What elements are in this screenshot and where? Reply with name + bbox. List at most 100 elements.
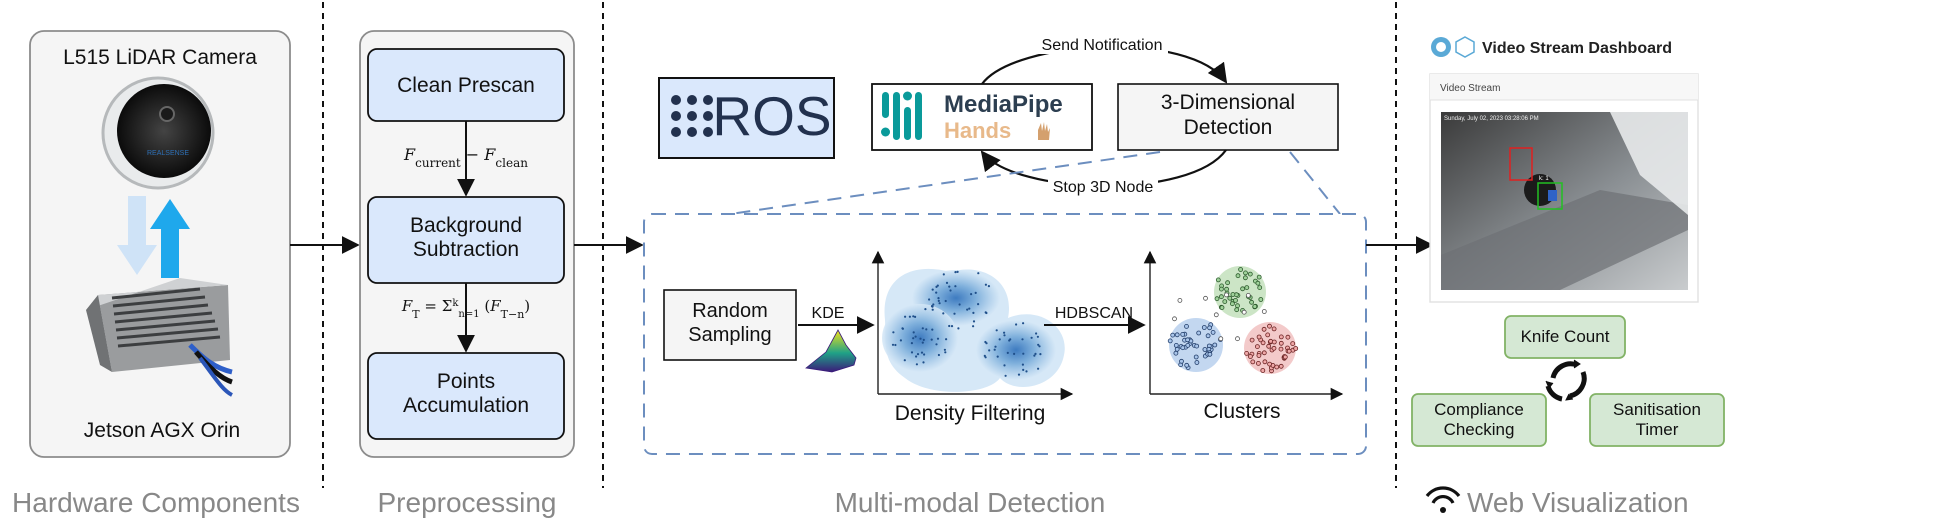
scatter-point xyxy=(944,299,947,303)
scatter-point xyxy=(1278,363,1284,369)
scatter-point xyxy=(1256,360,1261,366)
scatter-point xyxy=(903,359,906,362)
scatter-point xyxy=(950,325,954,328)
scatter-point xyxy=(1222,299,1228,305)
scatter-point xyxy=(912,315,915,318)
scatter-point xyxy=(1261,326,1267,332)
scatter-point xyxy=(998,338,1001,341)
scatter-point xyxy=(1271,326,1277,332)
scatter-point xyxy=(956,270,959,273)
mediapipe-subtitle: Hands xyxy=(944,118,1011,143)
scatter-point xyxy=(1210,329,1216,335)
scatter-point xyxy=(1193,354,1199,360)
scatter-point xyxy=(938,302,941,305)
scatter-point xyxy=(1227,295,1233,301)
scatter-point xyxy=(1256,334,1262,340)
scatter-point xyxy=(901,327,904,330)
dashboard-logo-icon xyxy=(1431,36,1475,58)
scatter-point xyxy=(935,343,938,346)
scatter-point xyxy=(1267,361,1272,367)
scatter-point xyxy=(948,285,951,288)
scatter-point xyxy=(914,315,917,318)
badge-knife-count: Knife Count xyxy=(1504,315,1626,359)
scatter-point xyxy=(928,298,931,301)
hardware-panel: L515 LiDAR Camera REALSENSE xyxy=(29,30,291,458)
scatter-point xyxy=(1167,338,1173,344)
scatter-point xyxy=(1293,346,1299,351)
computer-label: Jetson AGX Orin xyxy=(84,419,240,442)
scatter-point xyxy=(908,315,912,318)
mediapipe-logo: MediaPipe Hands xyxy=(871,83,1093,151)
scatter-point xyxy=(1033,354,1036,357)
zoom-lines xyxy=(729,151,1341,215)
scatter-point xyxy=(942,312,945,315)
scatter-point xyxy=(996,355,999,358)
scatter-point xyxy=(1174,332,1180,338)
scatter-point xyxy=(919,337,922,340)
scatter-point xyxy=(984,340,987,344)
scatter-point xyxy=(1017,373,1021,376)
scatter-point xyxy=(1219,305,1225,311)
scatter-point xyxy=(1022,322,1025,325)
scatter-point xyxy=(942,273,945,276)
scatter-point xyxy=(1274,364,1280,370)
scatter-point xyxy=(936,284,939,287)
panel-title: Video Stream xyxy=(1440,83,1500,94)
preprocessing-panel: Clean Prescan Fcurrent − Fclean Backgrou… xyxy=(359,30,575,458)
scatter-point xyxy=(1030,336,1033,339)
scatter-point xyxy=(1037,343,1040,346)
scatter-point xyxy=(912,331,915,334)
scatter-point xyxy=(910,342,914,345)
scatter-point xyxy=(948,324,951,328)
scatter-point xyxy=(922,338,925,341)
scatter-point xyxy=(1194,360,1200,365)
scatter-point xyxy=(899,339,903,342)
scatter-point xyxy=(1038,345,1041,348)
scatter-point xyxy=(931,288,934,291)
scatter-point xyxy=(1258,297,1264,302)
scatter-point xyxy=(1036,335,1039,338)
scatter-point xyxy=(1174,346,1180,352)
density-plot: Density Filtering xyxy=(871,250,1074,425)
scatter-point xyxy=(1261,309,1267,314)
scatter-point xyxy=(1286,348,1292,354)
scatter-point xyxy=(987,285,991,288)
scatter-point xyxy=(994,345,997,348)
scatter-point xyxy=(931,305,934,308)
scatter-point xyxy=(892,331,895,334)
scatter-point xyxy=(1212,342,1218,348)
scatter-point xyxy=(1256,353,1262,358)
scatter-point xyxy=(1179,358,1184,364)
scatter-point xyxy=(1252,304,1258,309)
scatter-point xyxy=(1021,338,1024,341)
scatter-point xyxy=(1245,292,1251,298)
section-title-web: Web Visualization xyxy=(1467,487,1689,518)
scatter-point xyxy=(894,343,897,347)
scatter-point xyxy=(943,348,947,351)
scatter-point xyxy=(1022,352,1025,355)
scatter-point xyxy=(1230,301,1235,307)
scatter-point xyxy=(923,353,926,356)
density-label: Density Filtering xyxy=(895,402,1046,425)
scatter-point xyxy=(1235,303,1240,309)
scatter-point xyxy=(945,281,949,284)
scatter-point xyxy=(1184,323,1189,329)
scatter-point xyxy=(1185,337,1190,343)
scatter-point xyxy=(924,308,927,311)
scatter-point xyxy=(1180,331,1186,337)
scatter-point xyxy=(1173,342,1179,348)
scatter-point xyxy=(1219,294,1224,300)
scatter-point xyxy=(949,289,952,292)
scatter-point xyxy=(1224,292,1229,298)
section-title-detection: Multi-modal Detection xyxy=(835,487,1106,518)
scatter-point xyxy=(937,297,940,300)
scatter-point xyxy=(1238,267,1243,272)
scatter-point xyxy=(1260,340,1266,346)
